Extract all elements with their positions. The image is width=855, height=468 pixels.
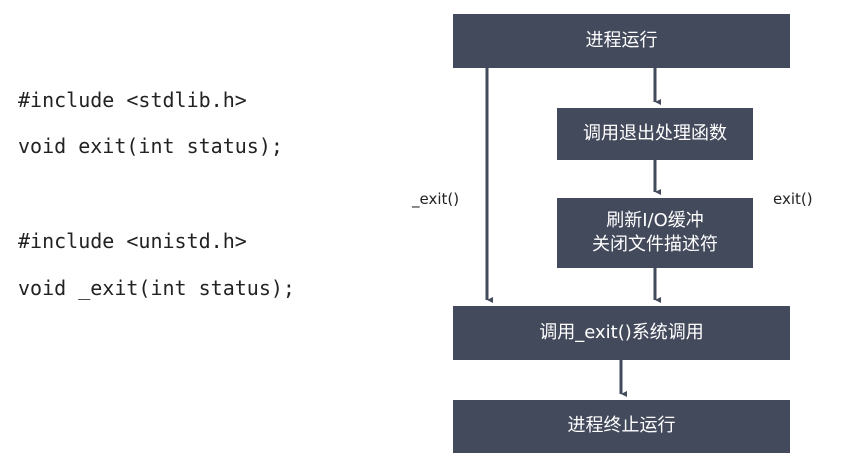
code-line: #include <unistd.h>	[18, 229, 247, 253]
box-process-running: 进程运行	[453, 14, 790, 68]
box-flush-close: 刷新I/O缓冲 关闭文件描述符	[557, 198, 753, 268]
box-line: 刷新I/O缓冲	[606, 209, 704, 231]
code-line: void _exit(int status);	[18, 276, 295, 300]
box-line: 关闭文件描述符	[592, 234, 718, 255]
label-_exit: _exit()	[412, 190, 460, 208]
box-exit-syscall: 调用_exit()系统调用	[453, 306, 790, 360]
code-line: #include <stdlib.h>	[18, 88, 247, 112]
box-process-end: 进程终止运行	[453, 400, 790, 453]
label-exit: exit()	[773, 190, 813, 208]
box-exit-handlers: 调用退出处理函数	[557, 108, 753, 160]
code-line: void exit(int status);	[18, 134, 283, 158]
